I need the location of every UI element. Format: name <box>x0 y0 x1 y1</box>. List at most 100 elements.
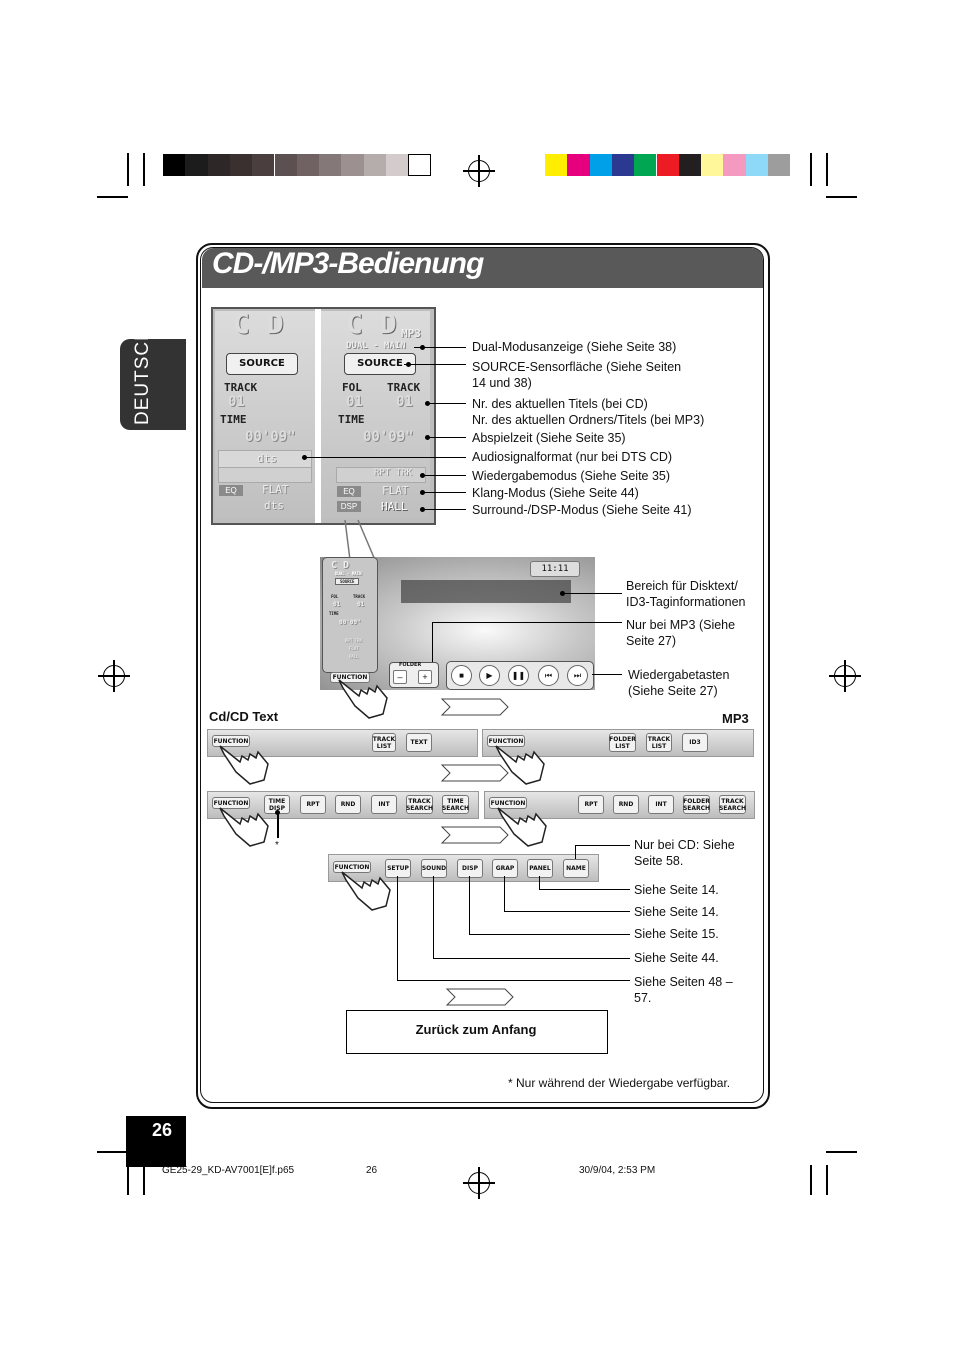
color-swatch <box>545 154 568 176</box>
color-swatch <box>252 154 275 176</box>
crop-mark <box>127 1165 129 1195</box>
color-swatch <box>656 154 679 176</box>
cd-logo: C D <box>233 307 284 340</box>
rpt-button[interactable]: RPT <box>300 795 326 814</box>
page-title: CD-/MP3-Bedienung <box>212 247 484 280</box>
callout-disp: Siehe Seite 15. <box>634 927 719 941</box>
crop-mark <box>143 153 145 186</box>
color-swatch <box>386 154 409 176</box>
disp-button[interactable]: DISP <box>457 859 483 878</box>
name-button[interactable]: NAME <box>563 859 589 878</box>
play-icon[interactable]: ▶ <box>479 665 500 686</box>
color-swatch <box>634 154 657 176</box>
callout-track-cd: Nr. des aktuellen Titels (bei CD) <box>472 397 648 411</box>
dual-main-indicator: DUAL - MAIN <box>346 341 406 351</box>
color-swatch <box>274 154 297 176</box>
track-number: 01 <box>228 394 245 410</box>
stop-icon[interactable]: ■ <box>451 665 472 686</box>
crop-mark <box>826 1151 857 1153</box>
previous-icon[interactable]: ⏮ <box>538 665 559 686</box>
folder-list-button[interactable]: FOLDER LIST <box>609 733 636 752</box>
function-button[interactable]: FUNCTION <box>212 797 250 809</box>
folder-minus-button[interactable]: – <box>393 670 407 684</box>
grap-button[interactable]: GRAP <box>492 859 518 878</box>
panel-button[interactable]: PANEL <box>527 859 553 878</box>
int-button[interactable]: INT <box>371 795 397 814</box>
asterisk-marker: * <box>275 840 279 851</box>
int-button-mp3[interactable]: INT <box>648 795 674 814</box>
rnd-button-mp3[interactable]: RND <box>613 795 639 814</box>
color-swatch <box>678 154 702 176</box>
callout-dual-mode: Dual-Modusanzeige (Siehe Seite 38) <box>472 340 677 354</box>
function-button[interactable]: FUNCTION <box>212 735 250 747</box>
crop-mark <box>826 1165 828 1195</box>
track-number-mp3: 01 <box>396 394 413 410</box>
down-arrow-icon <box>445 988 514 1006</box>
next-icon[interactable]: ⏭ <box>567 665 588 686</box>
disc-text-area <box>401 580 571 603</box>
color-swatch <box>768 154 791 176</box>
registration-mark-icon <box>463 155 495 187</box>
color-swatch <box>567 154 590 176</box>
rnd-button[interactable]: RND <box>335 795 361 814</box>
time-search-button[interactable]: TIME SEARCH <box>442 795 469 814</box>
language-label: DEUTSCH <box>132 326 153 425</box>
pause-icon[interactable]: ❚❚ <box>508 665 529 686</box>
callout-sound-mode: Klang-Modus (Siehe Seite 44) <box>472 486 639 500</box>
color-swatch <box>163 154 186 176</box>
callout-mp3-only: Nur bei MP3 (Siehe <box>626 618 736 632</box>
color-swatch <box>723 154 746 176</box>
function-button[interactable]: FUNCTION <box>489 797 527 809</box>
down-arrow-icon <box>440 698 509 716</box>
display-closeup <box>211 307 436 525</box>
source-button[interactable]: SOURCE <box>226 353 298 375</box>
function-button[interactable]: FUNCTION <box>330 672 370 683</box>
crop-mark <box>97 196 128 198</box>
eq-badge: EQ <box>219 485 243 496</box>
callout-sound: Siehe Seite 44. <box>634 951 719 965</box>
mp3-cd-logo: C D <box>346 307 397 340</box>
time-value-mp3: 00'09" <box>363 429 414 445</box>
title-bar <box>202 248 763 288</box>
sound-button[interactable]: SOUND <box>421 859 447 878</box>
text-button[interactable]: TEXT <box>406 733 432 752</box>
hand-pointer-icon <box>338 679 388 719</box>
folder-number: 01 <box>346 394 363 410</box>
zoom-connector <box>344 519 376 561</box>
callout-panel: Siehe Seite 14. <box>634 883 719 897</box>
rpt-button-mp3[interactable]: RPT <box>578 795 604 814</box>
hand-pointer-icon <box>497 807 547 847</box>
track-search-button[interactable]: TRACK SEARCH <box>406 795 433 814</box>
track-search-button-mp3[interactable]: TRACK SEARCH <box>719 795 746 814</box>
time-value: 00'09" <box>245 429 296 445</box>
crop-mark <box>143 1165 145 1195</box>
hand-pointer-icon <box>341 871 391 911</box>
setup-button[interactable]: SETUP <box>385 859 411 878</box>
sound-mode-mp3: FLAT <box>382 484 409 497</box>
crop-mark <box>826 196 857 198</box>
color-swatch <box>207 154 230 176</box>
footer-page: 26 <box>366 1165 378 1176</box>
time-label: TIME <box>220 413 247 426</box>
callout-audio-format: Audiosignalformat (nur bei DTS CD) <box>472 450 673 464</box>
color-swatch <box>296 154 320 176</box>
callout-name: Nur bei CD: Siehe <box>634 838 735 852</box>
registration-mark-icon <box>98 660 130 692</box>
id3-button[interactable]: ID3 <box>682 733 708 752</box>
callout-disc-text-2: ID3-Taginformationen <box>626 595 746 609</box>
function-button[interactable]: FUNCTION <box>487 735 525 747</box>
callout-mp3-only-2: Seite 27) <box>626 634 677 648</box>
crop-mark <box>826 153 828 186</box>
dsp-badge: DSP <box>337 501 361 512</box>
callout-playback-2: (Siehe Seite 27) <box>628 684 718 698</box>
folder-plus-button[interactable]: + <box>418 670 432 684</box>
track-list-button-mp3[interactable]: TRACK LIST <box>646 733 672 752</box>
clock-display: 11:11 <box>530 561 580 577</box>
function-button[interactable]: FUNCTION <box>333 861 371 873</box>
footer-date: 30/9/04, 2:53 PM <box>579 1165 656 1176</box>
crop-mark <box>97 1151 128 1153</box>
callout-grap: Siehe Seite 14. <box>634 905 719 919</box>
callout-name-2: Seite 58. <box>634 854 684 868</box>
folder-search-button[interactable]: FOLDER SEARCH <box>683 795 710 814</box>
track-list-button[interactable]: TRACK LIST <box>372 733 396 752</box>
